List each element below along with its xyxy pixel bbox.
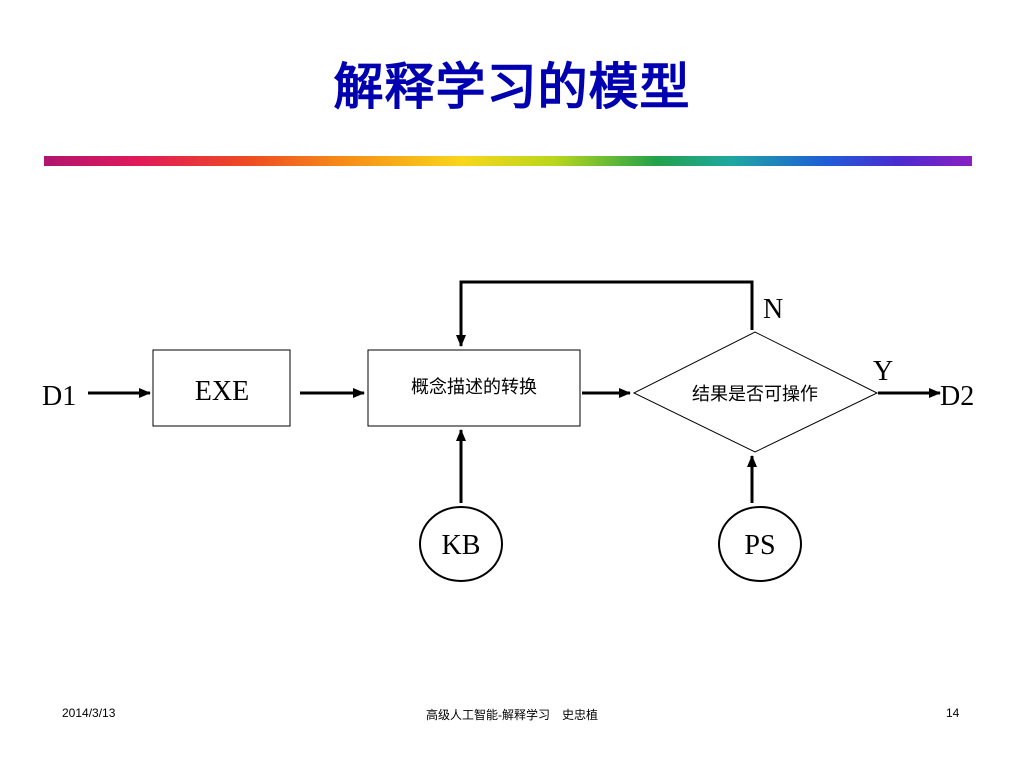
input-label-d1: D1 [42, 381, 76, 412]
footer-date: 2014/3/13 [62, 706, 116, 720]
transform-box [367, 349, 581, 427]
output-label-d2: D2 [940, 381, 974, 412]
ps-circle [718, 506, 802, 582]
kb-circle-label: KB [442, 530, 481, 561]
transform-box-label: 概念描述的转换 [411, 376, 537, 398]
kb-circle [419, 506, 503, 582]
footer-page-number: 14 [946, 706, 960, 720]
footer-center-text: 高级人工智能-解释学习 史忠植 [426, 708, 598, 722]
slide-title: 解释学习的模型 [333, 58, 691, 116]
arrow-no-feedback-loop [456, 280, 754, 347]
decision-diamond [632, 331, 879, 453]
no-branch-label: N [763, 294, 783, 325]
yes-branch-label: Y [873, 356, 893, 387]
exe-box-label: EXE [195, 376, 249, 407]
decision-label: 结果是否可操作 [692, 384, 818, 405]
exe-box [152, 349, 291, 427]
ps-circle-label: PS [744, 530, 775, 561]
rainbow-divider [44, 156, 972, 166]
